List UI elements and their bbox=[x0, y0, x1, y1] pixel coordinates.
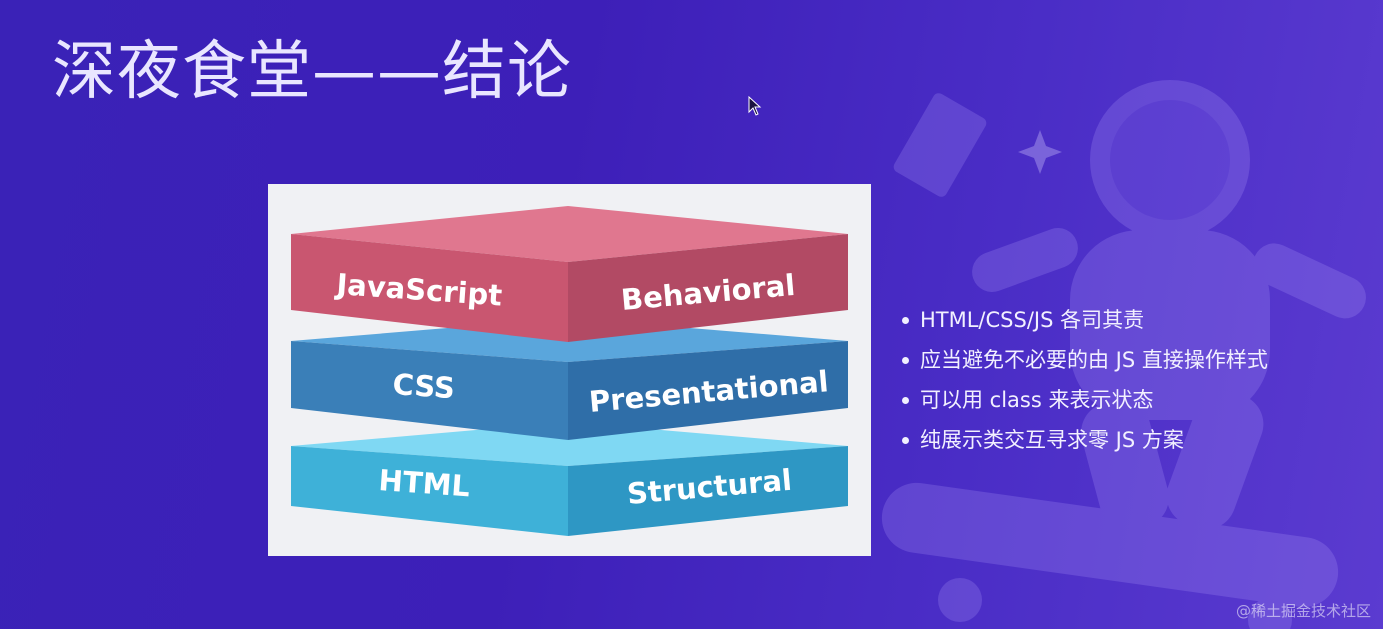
conclusion-list: HTML/CSS/JS 各司其责 应当避免不必要的由 JS 直接操作样式 可以用… bbox=[900, 300, 1268, 460]
layer-javascript bbox=[291, 206, 848, 342]
list-item: 纯展示类交互寻求零 JS 方案 bbox=[900, 420, 1268, 460]
mouse-cursor-icon bbox=[748, 96, 762, 116]
list-item: HTML/CSS/JS 各司其责 bbox=[900, 300, 1268, 340]
layers-diagram: JavaScript Behavioral CSS Presentational… bbox=[291, 206, 848, 536]
layer-css bbox=[291, 318, 848, 440]
list-item: 应当避免不必要的由 JS 直接操作样式 bbox=[900, 340, 1268, 380]
layer-html bbox=[291, 422, 848, 536]
layer-label-css: CSS bbox=[392, 367, 457, 405]
layer-label-html: HTML bbox=[378, 463, 472, 503]
astronaut-illustration bbox=[881, 80, 1366, 629]
list-item: 可以用 class 来表示状态 bbox=[900, 380, 1268, 420]
watermark: @稀土掘金技术社区 bbox=[1235, 602, 1371, 620]
layers-figure: JavaScript Behavioral CSS Presentational… bbox=[268, 184, 871, 556]
slide-title: 深夜食堂——结论 bbox=[52, 35, 572, 109]
